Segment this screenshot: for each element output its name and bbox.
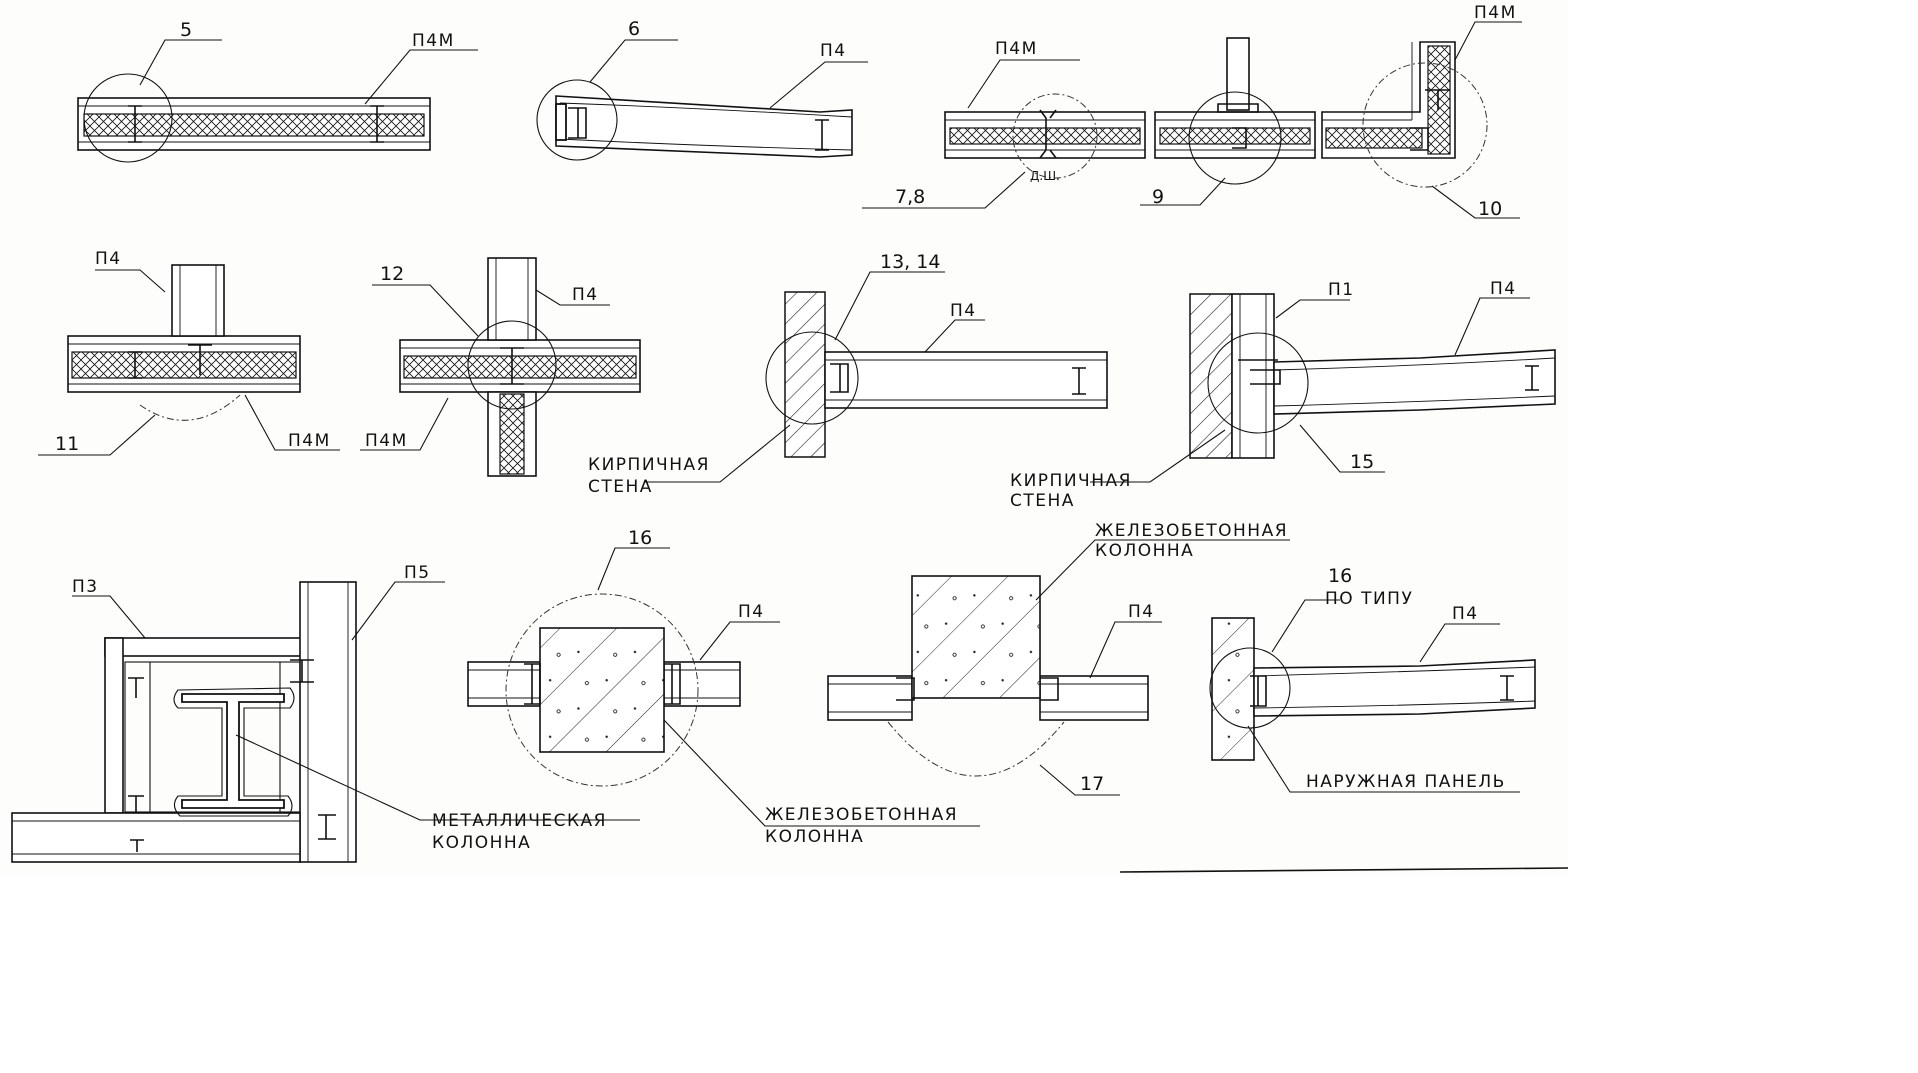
callout-16: 16	[628, 527, 652, 549]
label-rc-column-2a: ЖЕЛЕЗОБЕТОННАЯ	[1095, 521, 1288, 541]
label-p4m-12: П4М	[365, 431, 408, 451]
frame-line	[1119, 867, 1568, 873]
detail-metal-column: П3 П5 МЕТАЛЛИЧЕСКАЯ КОЛОННА	[11, 563, 640, 863]
label-p4-16b: П4	[1452, 604, 1479, 624]
label-p4-6: П4	[820, 41, 847, 61]
callout-6: 6	[628, 18, 640, 40]
callout-9: 9	[1152, 186, 1164, 208]
label-p1: П1	[1328, 280, 1355, 300]
detail-15: П1 П4 15 КИРПИЧНАЯ СТЕНА	[1010, 279, 1556, 511]
callout-16-typical: 16	[1328, 565, 1352, 587]
detail-5: 5 П4М	[77, 19, 478, 163]
detail-16-typical: 16 ПО ТИПУ П4 НАРУЖНАЯ ПАНЕЛЬ	[1209, 565, 1536, 793]
label-brick-wall-1b: СТЕНА	[588, 477, 653, 497]
partition-junction-details: 5 П4М 6 П4 Д.Ш.	[11, 3, 1568, 873]
details-7-8-9-10: Д.Ш. П4М 7,8 9 10 П4М	[862, 3, 1522, 220]
detail-16: 16 П4 ЖЕЛЕЗОБЕТОННАЯ КОЛОННА	[467, 527, 980, 847]
callout-7-8: 7,8	[895, 186, 925, 208]
callout-17: 17	[1080, 773, 1104, 795]
label-rc-column-2b: КОЛОННА	[1095, 541, 1194, 561]
callout-11: 11	[55, 433, 79, 455]
label-po-tipu: ПО ТИПУ	[1325, 589, 1413, 609]
label-p4m-78: П4М	[995, 39, 1038, 59]
label-brick-wall-1a: КИРПИЧНАЯ	[588, 455, 710, 475]
label-p4-13: П4	[950, 301, 977, 321]
label-p4-16: П4	[738, 602, 765, 622]
label-p4-12: П4	[572, 285, 599, 305]
label-dsh: Д.Ш.	[1030, 169, 1060, 183]
detail-13-14: 13, 14 П4 КИРПИЧНАЯ СТЕНА	[588, 251, 1108, 497]
label-rc-column-1a: ЖЕЛЕЗОБЕТОННАЯ	[765, 805, 958, 825]
label-p5: П5	[404, 563, 431, 583]
label-p4m-5: П4М	[412, 31, 455, 51]
label-p4m-11: П4М	[288, 431, 331, 451]
label-p3: П3	[72, 577, 99, 597]
label-brick-wall-2a: КИРПИЧНАЯ	[1010, 471, 1132, 491]
label-p4-17: П4	[1128, 602, 1155, 622]
callout-10: 10	[1478, 198, 1502, 220]
detail-12: 12 П4 П4М	[360, 257, 641, 477]
callout-12: 12	[380, 263, 404, 285]
label-outer-panel: НАРУЖНАЯ ПАНЕЛЬ	[1306, 772, 1506, 792]
detail-17: ЖЕЛЕЗОБЕТОННАЯ КОЛОННА П4 17	[827, 521, 1290, 796]
label-p4m-10: П4М	[1474, 3, 1517, 23]
label-brick-wall-2b: СТЕНА	[1010, 491, 1075, 511]
callout-15: 15	[1350, 451, 1374, 473]
label-p4-15: П4	[1490, 279, 1517, 299]
detail-6: 6 П4	[536, 18, 868, 161]
label-metal-column-2: КОЛОННА	[432, 833, 531, 853]
label-p4-11: П4	[95, 249, 122, 269]
detail-11: П4 П4М 11	[38, 249, 340, 456]
callout-13-14: 13, 14	[880, 251, 940, 273]
label-rc-column-1b: КОЛОННА	[765, 827, 864, 847]
callout-5: 5	[180, 19, 192, 41]
drawing-sheet: 5 П4М 6 П4 Д.Ш.	[11, 3, 1568, 873]
label-metal-column-1: МЕТАЛЛИЧЕСКАЯ	[432, 811, 607, 831]
